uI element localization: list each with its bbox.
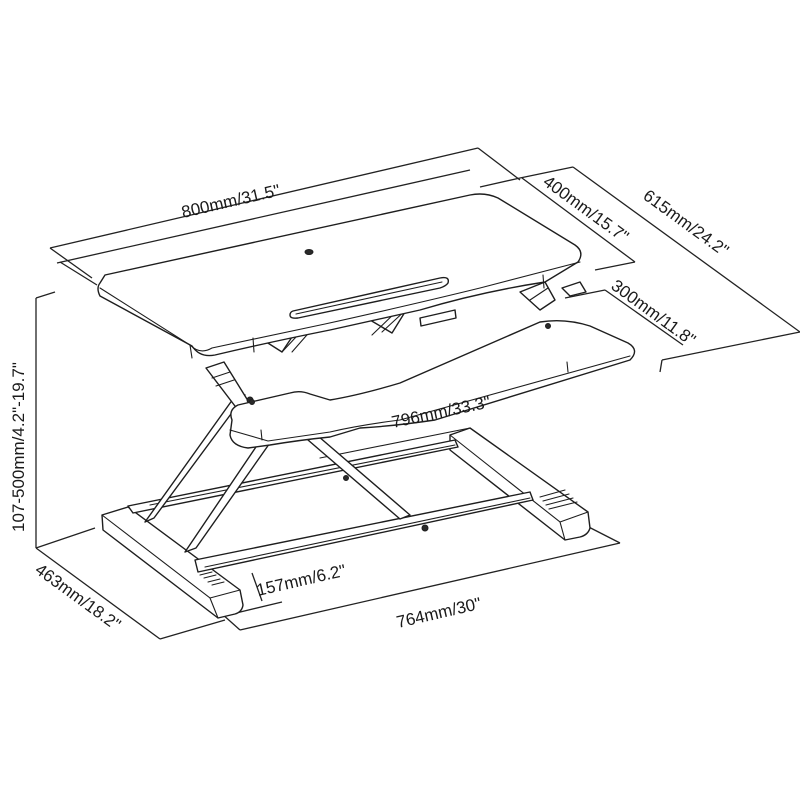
dimension-lines	[35, 147, 800, 640]
grommet-hole	[304, 249, 314, 255]
label-height-range: 107-500mm/4.2"-19.7"	[9, 362, 28, 532]
desktop	[97, 193, 587, 359]
label-base-width: 764mm/30"	[395, 594, 483, 632]
scissor-legs	[144, 361, 273, 553]
right-foot	[449, 427, 591, 541]
left-foot	[101, 506, 244, 619]
desktop-surface	[97, 193, 582, 357]
label-keyboard-tray-depth: 300mm/11.8"	[608, 276, 699, 350]
keyboard-tray-surface	[229, 319, 636, 449]
keyboard-tray	[229, 319, 636, 449]
label-base-depth: 463mm/18.2"	[32, 560, 124, 634]
label-base-height: 157mm/6.2"	[255, 561, 348, 600]
desk-base	[101, 427, 591, 619]
